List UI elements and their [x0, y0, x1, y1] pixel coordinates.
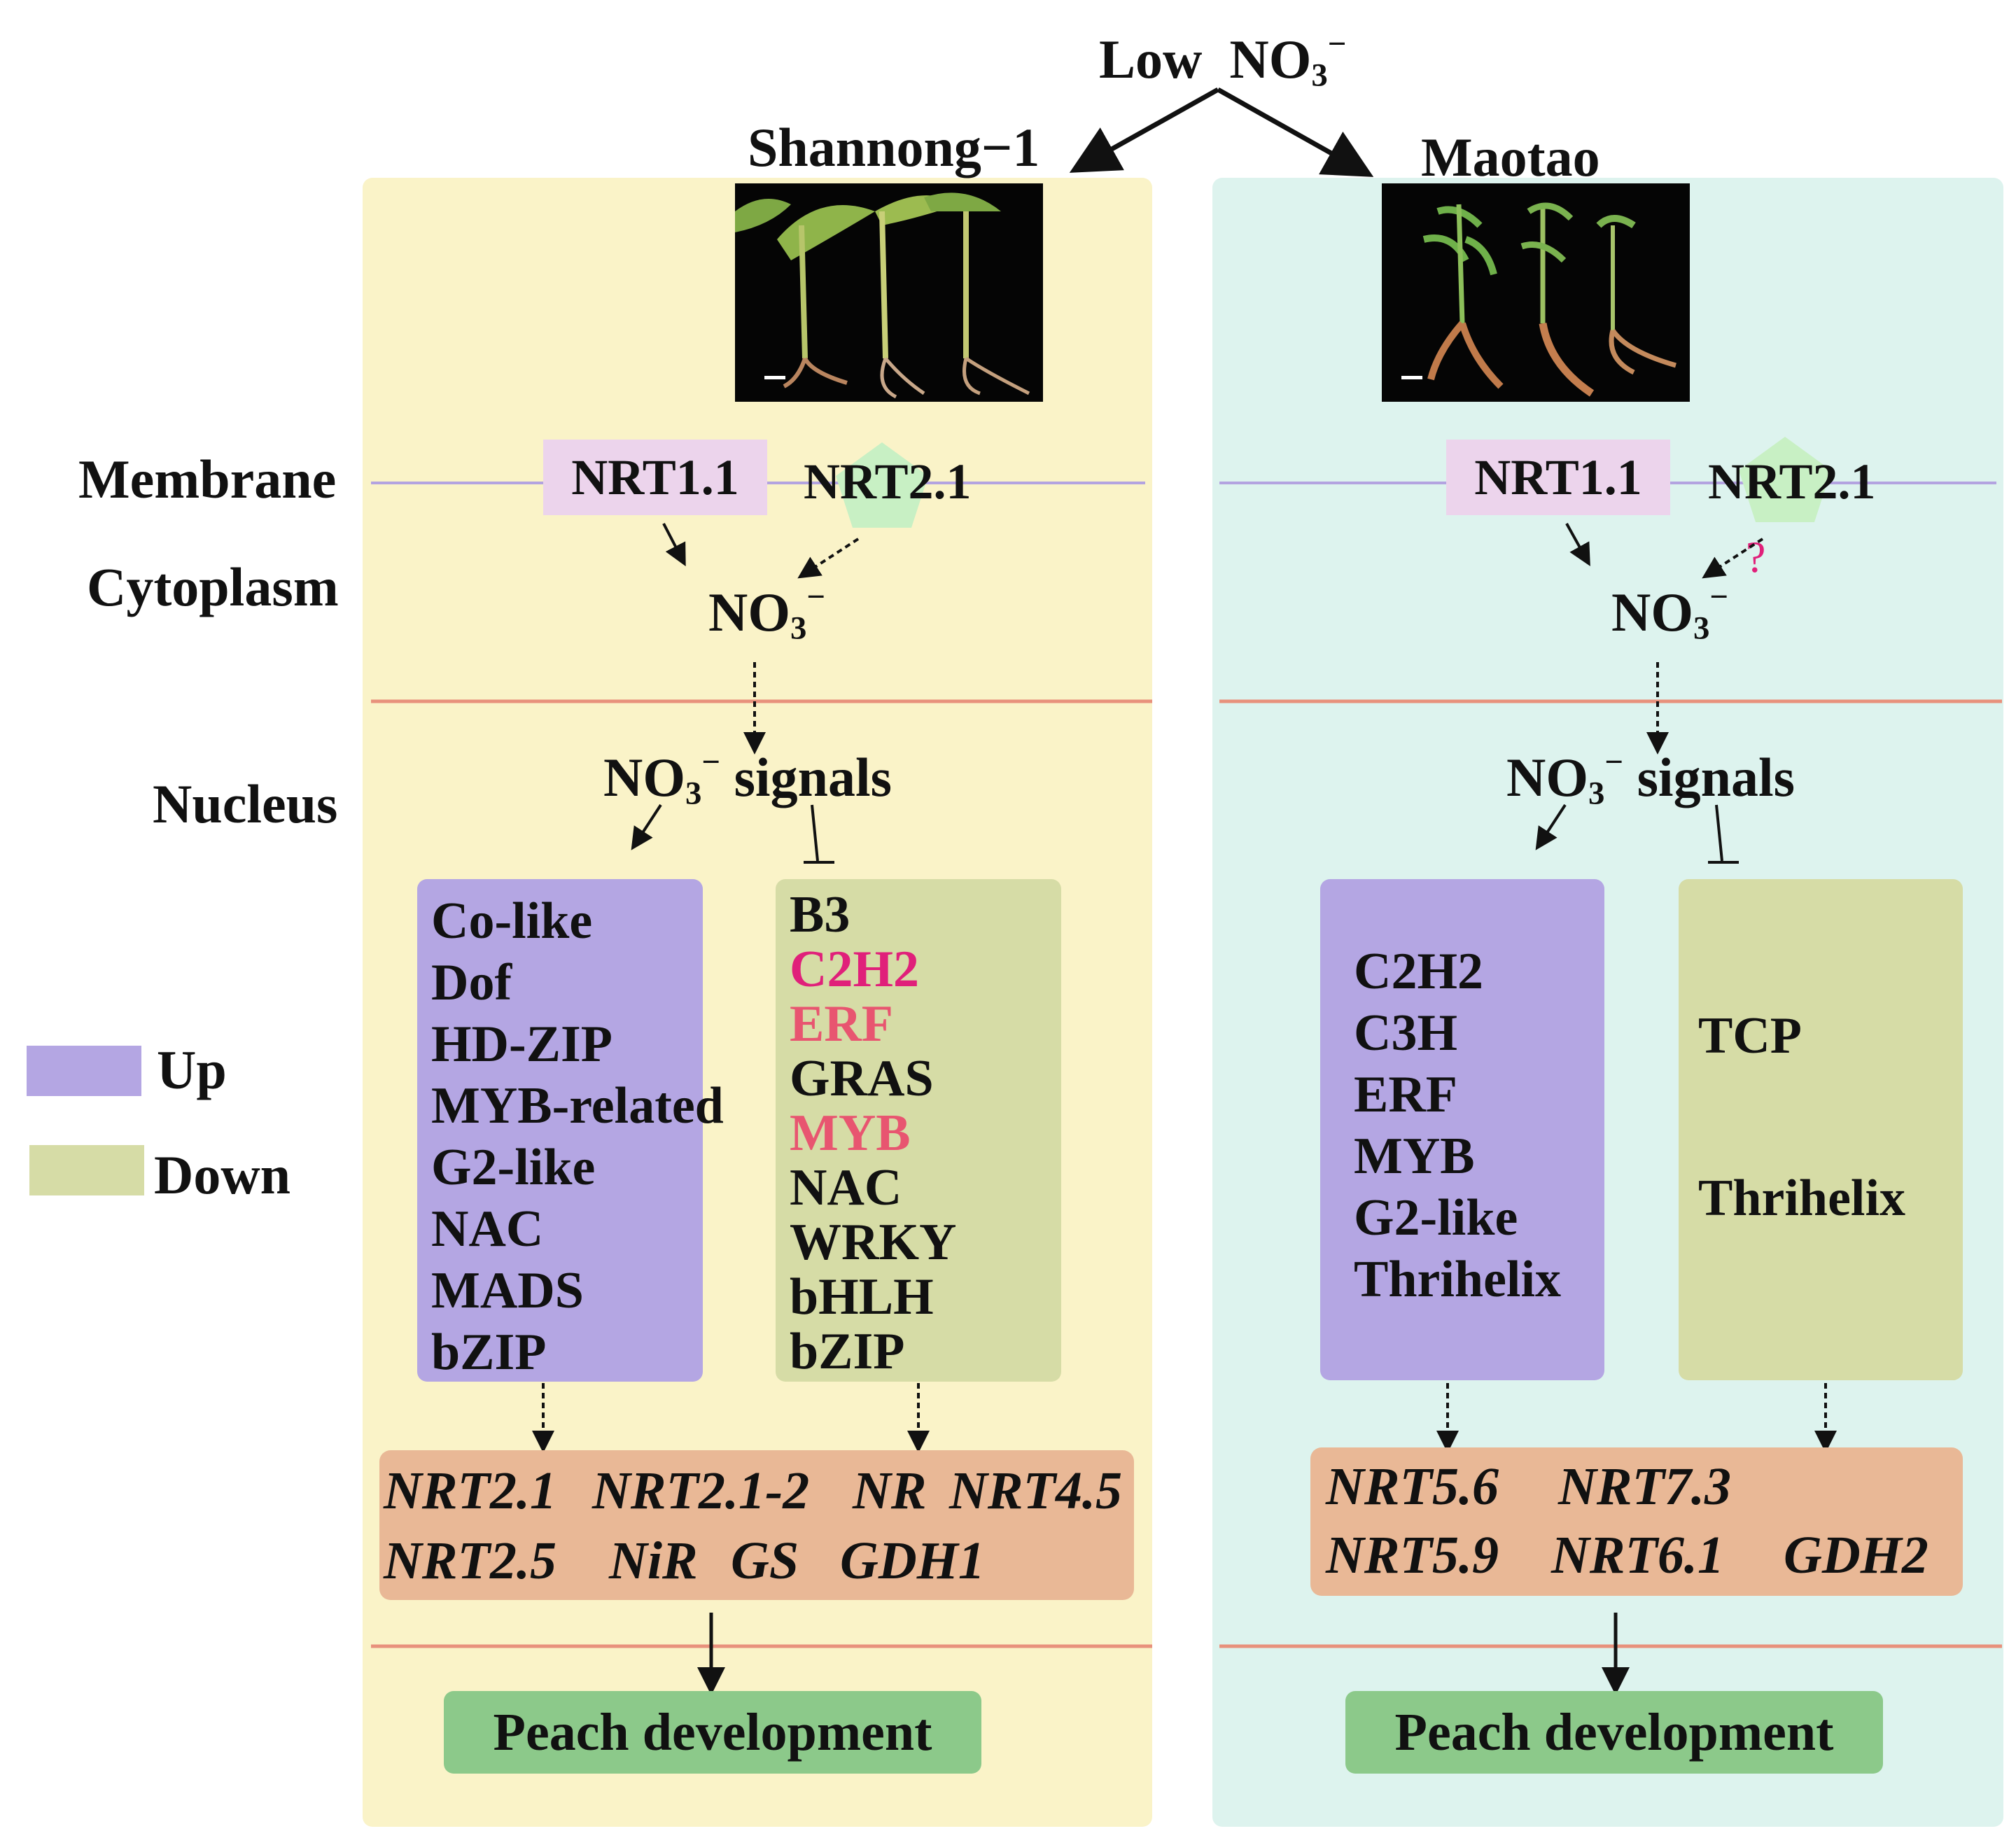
tf-item: MADS	[431, 1262, 584, 1319]
maotao-nrt2-1-label: NRT2.1	[1708, 454, 1876, 510]
gene-label: NRT7.3	[1558, 1457, 1731, 1516]
tf-item: C2H2	[1354, 943, 1483, 1000]
shannong-nitrate-signals: NO3− signals	[603, 744, 892, 812]
tf-item-highlight: ERF	[790, 995, 893, 1053]
shannong-peach-development: Peach development	[444, 1691, 981, 1774]
tf-item: G2-like	[431, 1139, 596, 1196]
gene-label: NRT2.1	[384, 1461, 556, 1520]
maotao-nrt1-1-box: NRT1.1	[1446, 440, 1670, 515]
shannong-nrt1-1-box: NRT1.1	[543, 440, 767, 515]
gene-label: NRT2.5	[384, 1531, 556, 1590]
shannong-nrt1-arrow	[662, 523, 686, 567]
tf-item: NAC	[431, 1200, 544, 1258]
shannong-seedling-photo	[735, 183, 1043, 402]
maotao-nrt2-1-pentagon	[1739, 437, 1831, 522]
gene-label: NRT4.5	[949, 1461, 1122, 1520]
shannong-gene-box	[379, 1450, 1134, 1600]
tf-item: Thrihelix	[1698, 1170, 1906, 1227]
tf-item: bZIP	[790, 1323, 905, 1380]
maotao-seedling-photo	[1382, 183, 1690, 402]
gene-label: NR	[853, 1461, 927, 1520]
shannong-nrt2-arrow	[797, 538, 860, 579]
maotao-signal-inhibit	[1715, 804, 1723, 862]
maotao-question-mark: ?	[1746, 532, 1766, 582]
tf-item: C3H	[1354, 1004, 1457, 1062]
tf-item-highlight: C2H2	[790, 941, 919, 998]
legend-down-swatch	[29, 1145, 144, 1195]
tf-item: GRAS	[790, 1050, 934, 1107]
gene-label: NRT6.1	[1551, 1526, 1724, 1585]
legend-up-label: Up	[157, 1039, 227, 1100]
legend-down-label: Down	[154, 1144, 291, 1205]
tf-item: ERF	[1354, 1066, 1457, 1123]
gene-label: NRT2.1-2	[592, 1461, 810, 1520]
shannong-nrt2-1-label: NRT2.1	[804, 454, 972, 510]
tf-item: MYB-related	[431, 1077, 724, 1135]
tf-item: MYB	[1354, 1128, 1475, 1185]
tf-item: bZIP	[431, 1324, 547, 1381]
tf-item: Co-like	[431, 892, 593, 950]
membrane-label: Membrane	[78, 449, 337, 510]
maotao-nrt2-arrow	[1702, 538, 1764, 579]
gene-label: NRT5.6	[1326, 1457, 1499, 1516]
arrow-to-shannong	[1069, 87, 1219, 173]
tf-item: Thrihelix	[1354, 1251, 1562, 1308]
gene-label: GDH1	[840, 1531, 985, 1590]
cytoplasm-label: Cytoplasm	[87, 556, 339, 617]
maotao-nitrate-signals: NO3− signals	[1506, 744, 1795, 812]
shannong-nrt2-1-pentagon	[836, 442, 928, 528]
tf-item: HD-ZIP	[431, 1016, 612, 1073]
maotao-up-tf-box	[1320, 879, 1604, 1380]
shannong-up-tf-list: Co-like Dof HD-ZIP MYB-related G2-like N…	[431, 890, 724, 1383]
tf-item: TCP	[1698, 1007, 1802, 1065]
arrow-to-maotao	[1217, 87, 1374, 177]
shannong-signal-up-arrow	[631, 804, 662, 850]
shannong-cytoplasm-nitrate: NO3−	[708, 579, 826, 647]
maotao-cytoplasm-nitrate: NO3−	[1611, 579, 1729, 647]
maotao-nrt1-arrow	[1565, 523, 1590, 566]
maotao-signal-up-arrow	[1535, 804, 1567, 850]
legend-up-swatch	[27, 1046, 141, 1096]
tf-item-highlight: MYB	[790, 1104, 911, 1162]
low-nitrate-label: Low NO3−	[1099, 26, 1347, 94]
maotao-gene-box	[1310, 1447, 1963, 1596]
maotao-up-tf-list: C2H2 C3H ERF MYB G2-like Thrihelix	[1354, 941, 1561, 1310]
tf-item: B3	[790, 886, 850, 943]
tf-item: G2-like	[1354, 1189, 1518, 1247]
gene-label: GDH2	[1784, 1526, 1928, 1585]
shannong-signal-inhibit	[811, 804, 819, 862]
shannong-title: Shannong−1	[748, 117, 1040, 178]
gene-label: NRT5.9	[1326, 1526, 1499, 1585]
maotao-down-tf-list: TCP Thrihelix	[1698, 955, 1905, 1279]
tf-item: WRKY	[790, 1214, 957, 1271]
tf-item: bHLH	[790, 1268, 934, 1326]
maotao-title: Maotao	[1421, 127, 1600, 188]
shannong-up-tf-box	[417, 879, 703, 1382]
tf-item: Dof	[431, 954, 512, 1011]
gene-label: GS	[731, 1531, 799, 1590]
gene-label: NiR	[609, 1531, 698, 1590]
tf-item: NAC	[790, 1159, 902, 1216]
maotao-down-tf-box	[1679, 879, 1963, 1380]
shannong-down-tf-list: B3 C2H2 ERF GRAS MYB NAC WRKY bHLH bZIP	[790, 888, 956, 1379]
nucleus-label: Nucleus	[153, 773, 338, 834]
shannong-down-tf-box	[776, 879, 1061, 1382]
maotao-peach-development: Peach development	[1345, 1691, 1883, 1774]
